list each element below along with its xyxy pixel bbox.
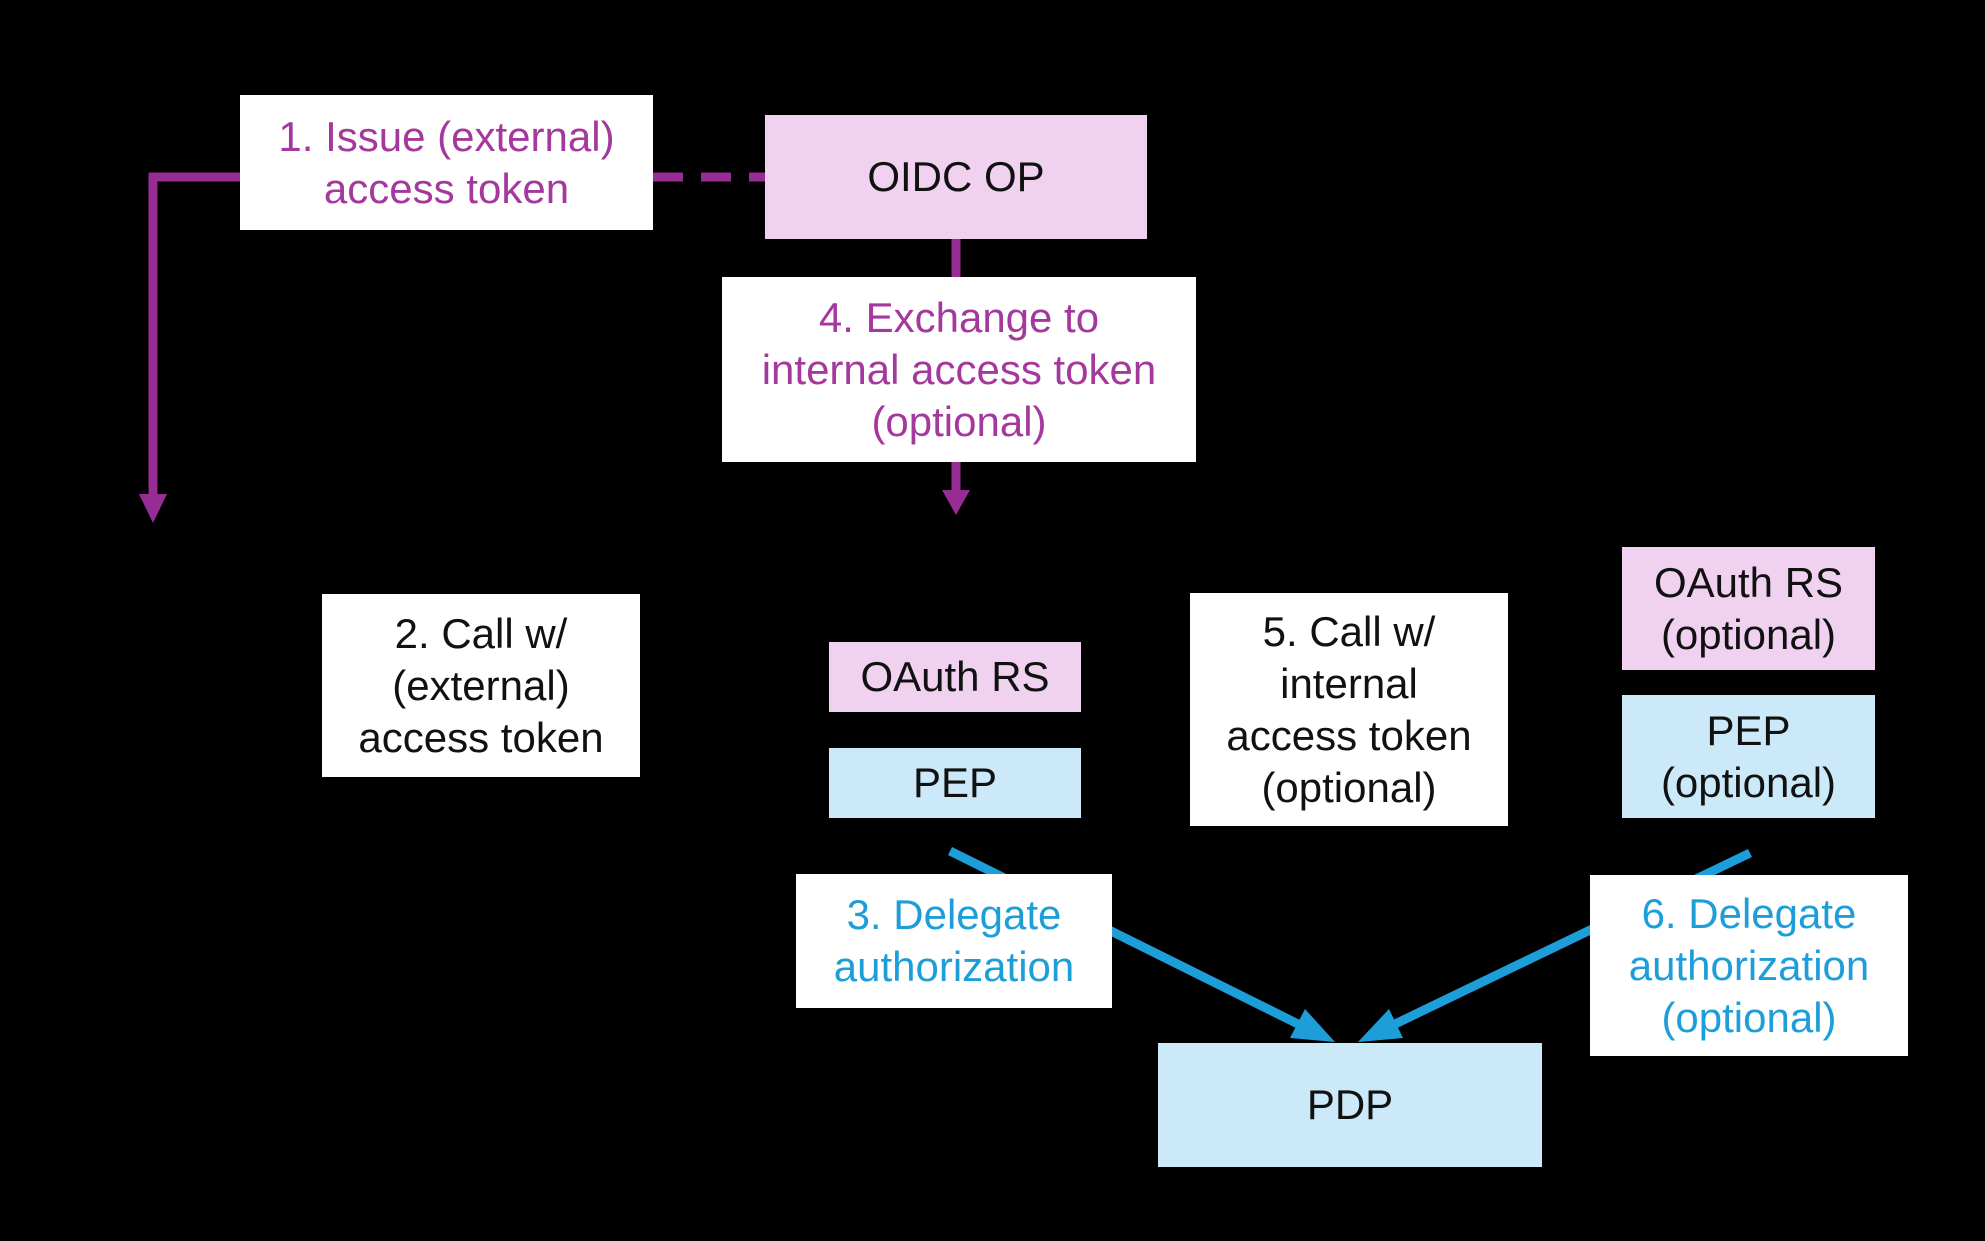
step-1-issue-external-access-token-label: 1. Issue (external) access token <box>240 95 653 230</box>
step-3-delegate-authorization-label: 3. Delegate authorization <box>796 874 1112 1008</box>
step-2-call-external-token-label: 2. Call w/ (external) access token <box>322 594 640 777</box>
arrowhead-pdp-left-icon <box>1290 1009 1335 1042</box>
node-pep: PEP <box>829 748 1081 818</box>
node-oauth-rs: OAuth RS <box>829 642 1081 712</box>
node-pdp: PDP <box>1158 1043 1542 1167</box>
step-6-delegate-authorization-optional-label: 6. Delegate authorization (optional) <box>1590 875 1908 1056</box>
step-5-call-internal-token-label: 5. Call w/ internal access token (option… <box>1190 593 1508 826</box>
node-oauth-rs-optional: OAuth RS (optional) <box>1622 547 1875 670</box>
arrowhead-pdp-right-icon <box>1358 1009 1403 1042</box>
node-oidc-op: OIDC OP <box>765 115 1147 239</box>
issue-token-elbow-arrow <box>148 172 244 496</box>
node-pep-optional: PEP (optional) <box>1622 695 1875 818</box>
arrowhead-down-center-icon <box>942 490 970 515</box>
arrowhead-down-left-icon <box>139 494 167 523</box>
step-4-exchange-internal-token-label: 4. Exchange to internal access token (op… <box>722 277 1196 462</box>
